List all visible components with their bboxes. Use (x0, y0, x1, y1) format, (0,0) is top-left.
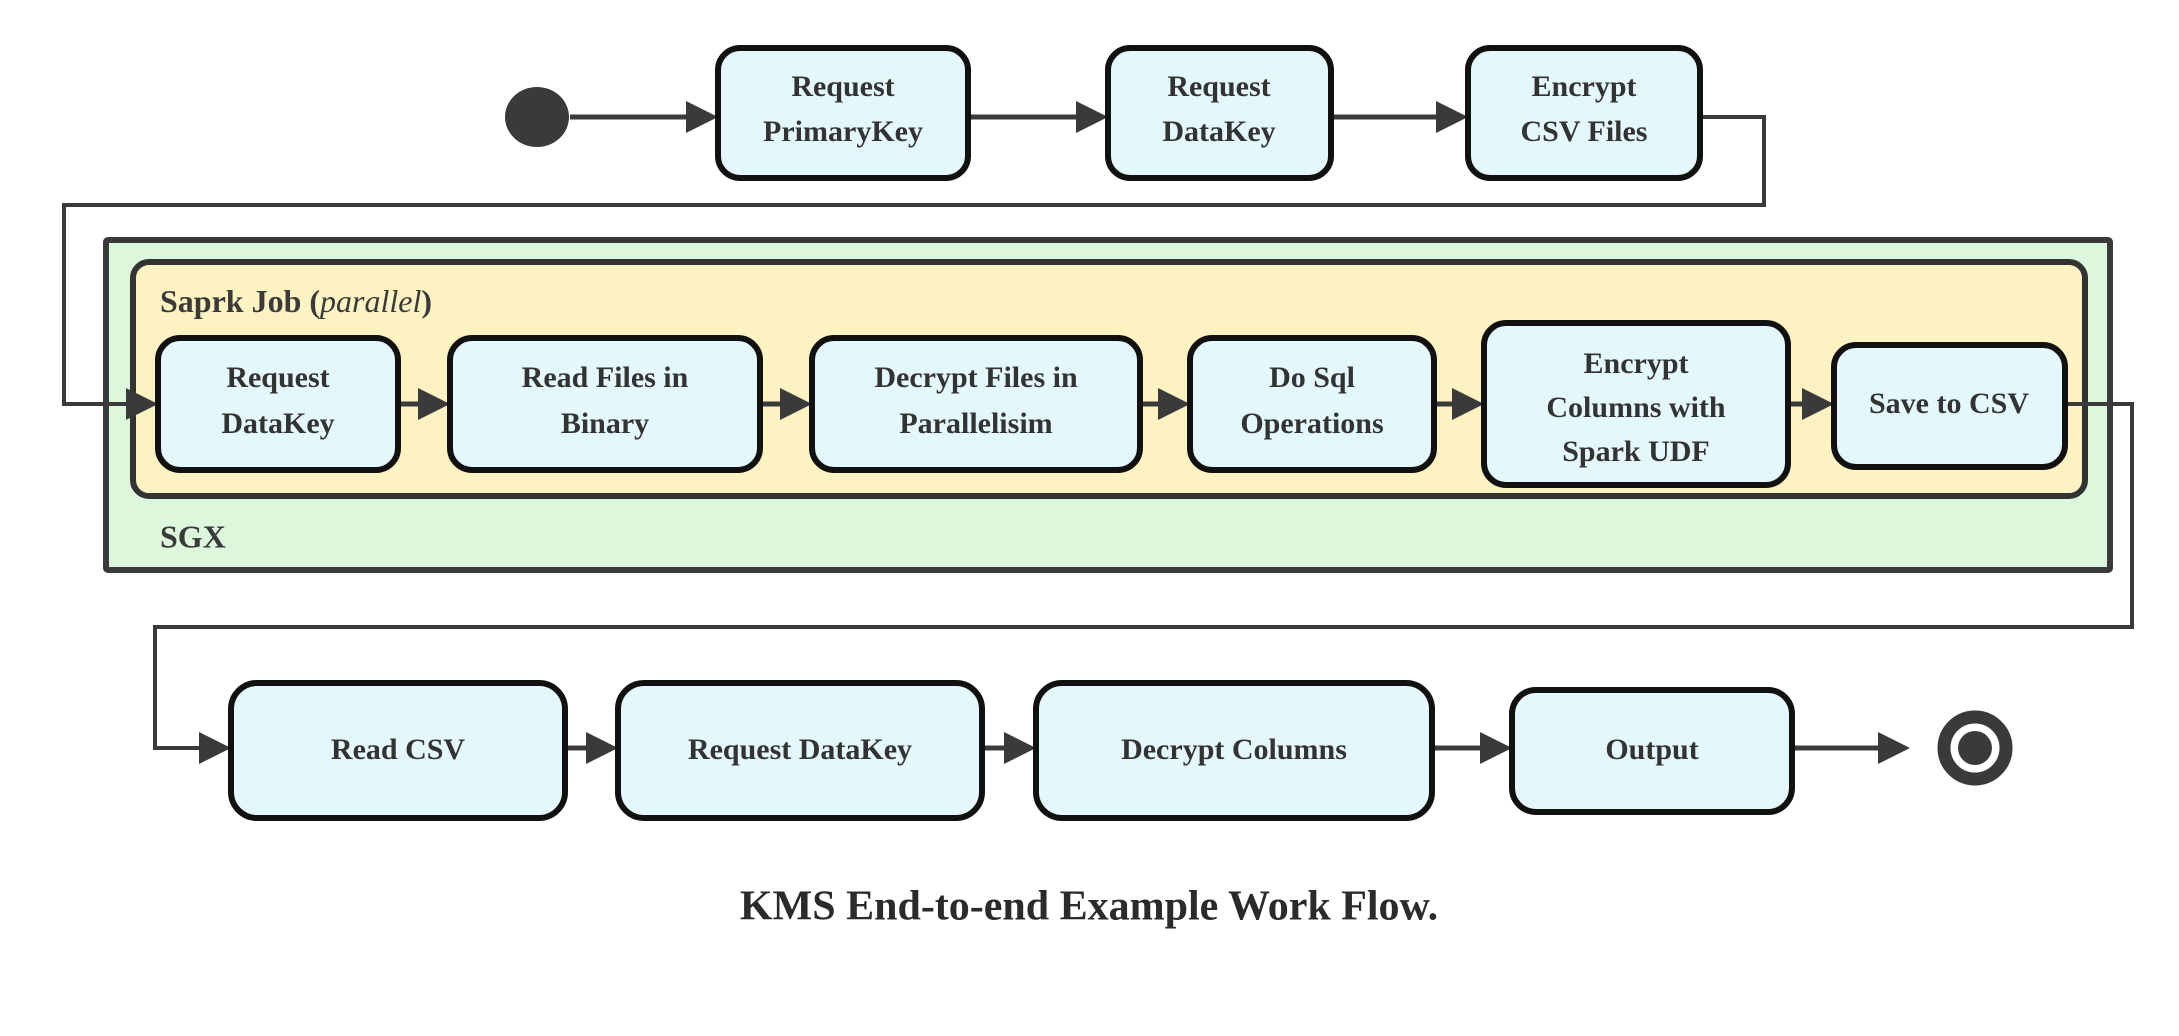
edge-save-csv-to-read-csv (153, 402, 2134, 750)
node-request-datakey-top-shape[interactable] (1105, 45, 1334, 181)
node-request-datakey-bottom-shape[interactable] (615, 680, 985, 821)
node-read-csv-shape[interactable] (228, 680, 568, 821)
node-encrypt-csv-files[interactable]: Encrypt CSV Files (1465, 45, 1703, 181)
node-read-files-in-binary-shape[interactable] (447, 335, 763, 473)
start-node-circle (505, 87, 569, 147)
node-decrypt-files-in-parallelisim-shape[interactable] (809, 335, 1143, 473)
spark-job-paren-close: ) (421, 283, 432, 319)
arrowhead-read-files-to-decrypt-files (780, 388, 812, 420)
spark-job-label-text: Saprk Job (160, 283, 301, 319)
end-node-dot (1958, 731, 1992, 765)
node-request-primarykey-shape[interactable] (715, 45, 971, 181)
arrowhead-encrypt-columns-to-save-csv (1802, 388, 1834, 420)
node-request-datakey-top-line2: DataKey (1162, 115, 1275, 148)
arrowhead-start-to-request-primarykey (686, 101, 718, 133)
node-request-datakey-top-line1: Request (1167, 70, 1270, 103)
node-encrypt-csv-files-line1: Encrypt (1532, 70, 1637, 103)
node-request-datakey-bottom-label: Request DataKey (688, 733, 912, 766)
node-request-primarykey-line2: PrimaryKey (763, 115, 923, 148)
node-decrypt-files-line1: Decrypt Files in (874, 361, 1078, 394)
node-encrypt-csv-files-line2: CSV Files (1521, 115, 1648, 148)
spark-job-paren-open: ( (309, 283, 320, 319)
arrowhead-decrypt-columns-to-output (1480, 732, 1512, 764)
spark-job-label: Saprk Job (parallel) (160, 283, 432, 319)
node-encrypt-columns-line2: Columns with (1546, 391, 1726, 424)
node-request-datakey-top[interactable]: Request DataKey (1105, 45, 1334, 181)
arrowhead-primarykey-to-datakey (1076, 101, 1108, 133)
node-do-sql-operations-shape[interactable] (1187, 335, 1437, 473)
node-output-label: Output (1605, 733, 1698, 766)
node-decrypt-files-line2: Parallelisim (899, 407, 1052, 440)
arrowhead-do-sql-to-encrypt-columns (1452, 388, 1484, 420)
node-request-datakey-spark[interactable]: Request DataKey (155, 335, 401, 473)
diagram-caption: KMS End-to-end Example Work Flow. (740, 884, 1438, 930)
arrowhead-read-csv-to-request-datakey (586, 732, 618, 764)
node-read-files-in-binary-line2: Binary (561, 407, 649, 440)
node-read-csv-label: Read CSV (331, 733, 466, 766)
arrowhead-encrypt-csv-to-spark-datakey (126, 388, 158, 420)
node-decrypt-files-in-parallelisim[interactable]: Decrypt Files in Parallelisim (809, 335, 1143, 473)
end-node-ring (1937, 710, 2013, 786)
node-save-to-csv-label: Save to CSV (1869, 387, 2029, 420)
arrowhead-spark-datakey-to-read-files (418, 388, 450, 420)
node-do-sql-operations-line1: Do Sql (1269, 361, 1355, 394)
sgx-label: SGX (160, 518, 226, 554)
node-request-datakey-spark-line1: Request (226, 361, 329, 394)
node-do-sql-operations[interactable]: Do Sql Operations (1187, 335, 1437, 473)
node-encrypt-csv-files-shape[interactable] (1465, 45, 1703, 181)
end-node (1937, 710, 2013, 786)
arrowhead-request-datakey-to-decrypt-columns (1004, 732, 1036, 764)
node-encrypt-columns-spark-udf[interactable]: Encrypt Columns with Spark UDF (1481, 320, 1791, 488)
arrowhead-save-csv-to-read-csv (199, 732, 231, 764)
edge-encrypt-csv-to-spark-datakey (62, 115, 1766, 406)
node-encrypt-columns-spark-udf-shape[interactable] (1481, 320, 1791, 488)
node-output[interactable]: Output (1509, 687, 1795, 815)
arrowhead-datakey-to-encrypt-csv (1436, 101, 1468, 133)
node-save-to-csv[interactable]: Save to CSV (1831, 342, 2068, 470)
node-request-datakey-bottom[interactable]: Request DataKey (615, 680, 985, 821)
node-save-to-csv-shape[interactable] (1831, 342, 2068, 470)
arrowhead-output-to-end (1878, 732, 1910, 764)
node-request-datakey-spark-shape[interactable] (155, 335, 401, 473)
node-do-sql-operations-line2: Operations (1240, 407, 1383, 440)
node-output-shape[interactable] (1509, 687, 1795, 815)
node-decrypt-columns-shape[interactable] (1033, 680, 1435, 821)
node-decrypt-columns[interactable]: Decrypt Columns (1033, 680, 1435, 821)
arrowhead-decrypt-files-to-do-sql (1158, 388, 1190, 420)
node-request-primarykey[interactable]: Request PrimaryKey (715, 45, 971, 181)
node-encrypt-columns-line1: Encrypt (1584, 347, 1689, 380)
node-read-files-in-binary[interactable]: Read Files in Binary (447, 335, 763, 473)
node-encrypt-columns-line3: Spark UDF (1562, 435, 1710, 468)
node-request-datakey-spark-line2: DataKey (221, 407, 334, 440)
node-read-csv[interactable]: Read CSV (228, 680, 568, 821)
node-request-primarykey-line1: Request (791, 70, 894, 103)
spark-job-parallel-italic: parallel (318, 283, 421, 319)
node-read-files-in-binary-line1: Read Files in (522, 361, 689, 394)
node-decrypt-columns-label: Decrypt Columns (1121, 733, 1347, 766)
